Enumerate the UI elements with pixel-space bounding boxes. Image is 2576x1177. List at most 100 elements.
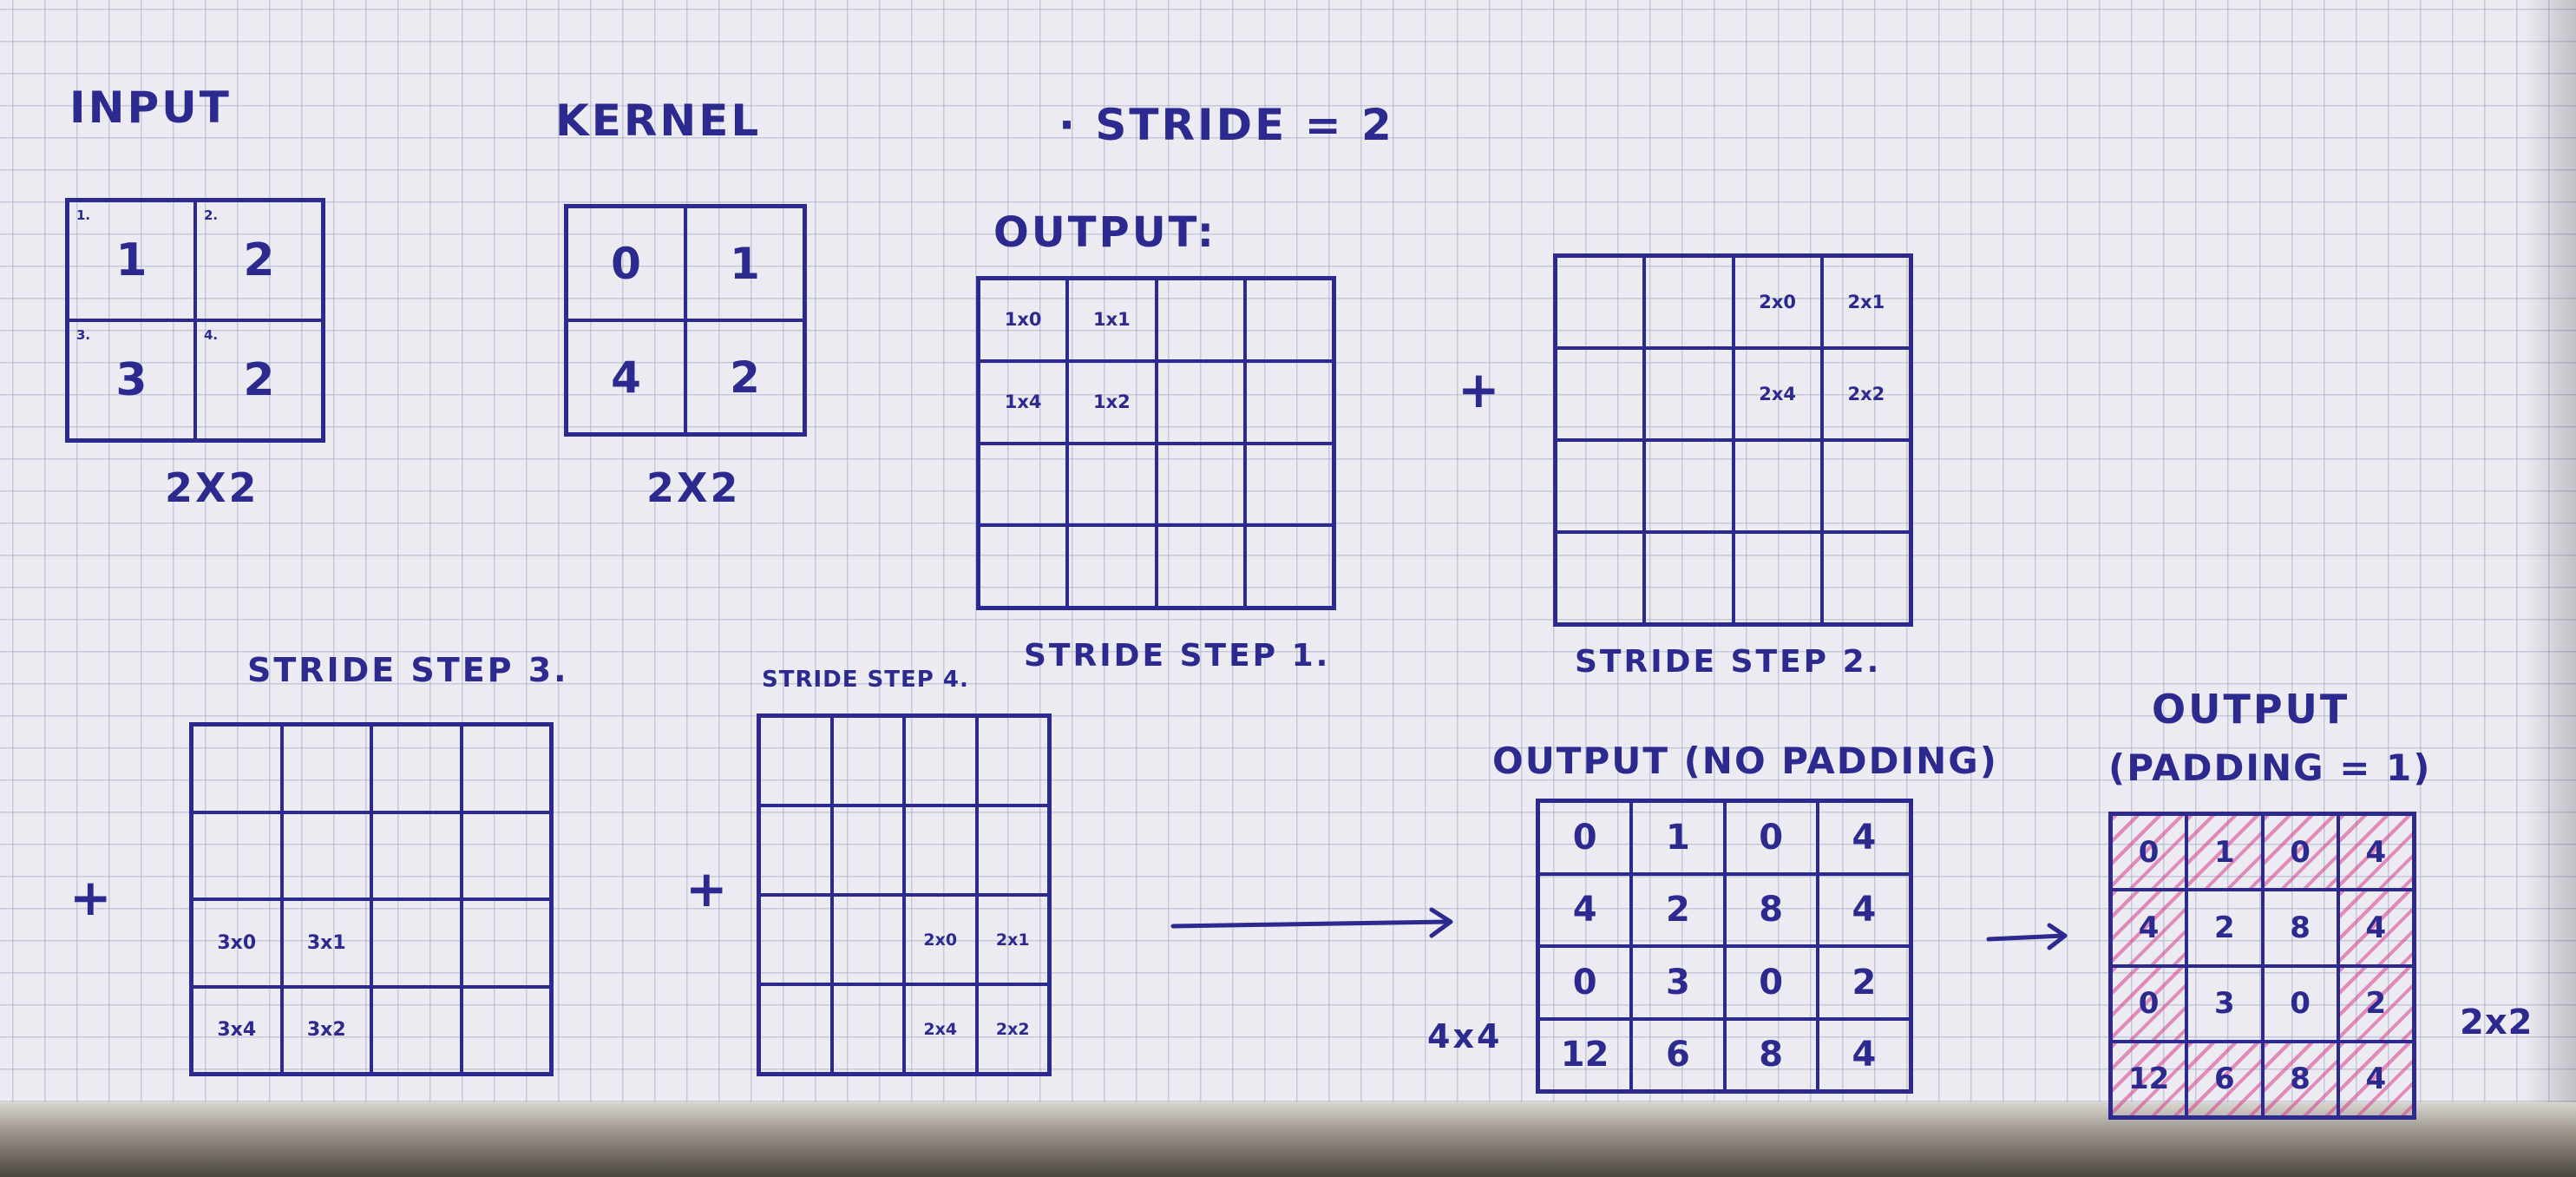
stride-step-4-label: STRIDE STEP 4. (762, 667, 969, 693)
stride-step-2-matrix: 2x0 2x1 2x4 2x2 (1553, 253, 1913, 627)
step3-cell (192, 725, 282, 812)
input-cell: 4.2 (195, 320, 323, 440)
output-cell: 4 (1817, 873, 1911, 946)
step4-cell: 2x0 (904, 895, 977, 984)
kernel-cell: 1 (685, 207, 804, 320)
padded-cell: 1 (2186, 814, 2263, 891)
output-cell: 0 (1538, 946, 1632, 1019)
step2-cell: 2x4 (1733, 348, 1822, 440)
step1-cell (1244, 279, 1334, 361)
input-cell: 1.1 (68, 201, 195, 320)
input-matrix: 1.1 2.2 3.3 4.2 (65, 198, 325, 443)
input-value: 1 (115, 234, 147, 286)
step3-cell (192, 812, 282, 899)
step1-cell (979, 525, 1068, 608)
step3-cell (281, 725, 371, 812)
step2-cell (1644, 256, 1734, 348)
step3-cell (371, 899, 462, 987)
input-index: 1. (76, 207, 91, 223)
output-cell: 1 (1631, 801, 1725, 874)
step4-cell (831, 895, 904, 984)
step2-cell (1556, 440, 1645, 532)
step4-cell (831, 805, 904, 895)
step1-cell (1244, 360, 1334, 444)
kernel-cell: 0 (567, 207, 685, 320)
step2-cell: 2x0 (1733, 256, 1822, 348)
step2-cell (1733, 440, 1822, 532)
padded-cell: 6 (2186, 1041, 2263, 1117)
padded-cell: 8 (2262, 1041, 2338, 1117)
stride-label: · STRIDE = 2 (1059, 100, 1394, 150)
output-cell: 0 (1538, 801, 1632, 874)
output-cell: 2 (2186, 890, 2263, 966)
step2-cell (1733, 532, 1822, 624)
stride-step-1-matrix: 1x0 1x1 1x4 1x2 (976, 276, 1336, 610)
padded-cell: 4 (2337, 814, 2414, 891)
step4-cell (759, 716, 832, 805)
padded-cell: 2 (2337, 965, 2414, 1042)
padded-cell: 4 (2337, 890, 2414, 966)
step3-cell (461, 986, 551, 1074)
output-cell: 4 (1538, 873, 1632, 946)
step4-cell (831, 984, 904, 1074)
step3-cell (281, 812, 371, 899)
step4-cell: 2x4 (904, 984, 977, 1074)
step4-cell (904, 716, 977, 805)
step3-cell (461, 812, 551, 899)
input-size: 2X2 (165, 464, 259, 511)
output-padding-subtitle: (PADDING = 1) (2108, 746, 2432, 789)
padded-cell: 0 (2262, 814, 2338, 891)
step3-cell (461, 899, 551, 987)
output-cell: 6 (1631, 1018, 1725, 1091)
stride-step-4-matrix: 2x0 2x1 2x4 2x2 (757, 713, 1052, 1076)
step1-cell: 1x1 (1067, 279, 1157, 361)
output-padding-size: 2x2 (2460, 1003, 2533, 1042)
output-no-padding-matrix: 0 1 0 4 4 2 8 4 0 3 0 2 12 6 8 4 (1536, 799, 1913, 1094)
step4-cell (759, 984, 832, 1074)
input-value: 3 (115, 354, 147, 406)
output-no-padding-size: 4x4 (1427, 1017, 1503, 1055)
output-cell: 0 (1724, 946, 1818, 1019)
kernel-matrix: 0 1 4 2 (564, 204, 807, 437)
step2-cell (1644, 532, 1734, 624)
kernel-size: 2X2 (646, 464, 741, 511)
padded-cell: 4 (2337, 1041, 2414, 1117)
input-index: 4. (204, 327, 219, 343)
padded-cell: 0 (2111, 814, 2187, 891)
step2-cell: 2x1 (1821, 256, 1911, 348)
step1-cell (1156, 443, 1245, 526)
step2-cell (1821, 532, 1911, 624)
padded-cell: 0 (2111, 965, 2187, 1042)
step1-cell (1067, 443, 1157, 526)
kernel-cell: 4 (567, 320, 685, 434)
input-title: INPUT (69, 82, 232, 133)
step2-cell (1644, 348, 1734, 440)
output-cell: 4 (1817, 801, 1911, 874)
stride-step-3-label: STRIDE STEP 3. (247, 651, 569, 689)
step3-cell: 3x2 (281, 986, 371, 1074)
plus-sign: + (69, 868, 112, 927)
step4-cell (759, 895, 832, 984)
step4-cell (831, 716, 904, 805)
kernel-cell: 2 (685, 320, 804, 434)
step1-cell (1156, 360, 1245, 444)
output-cell: 0 (1724, 801, 1818, 874)
step2-cell (1821, 440, 1911, 532)
step2-cell (1644, 440, 1734, 532)
input-cell: 2.2 (195, 201, 323, 320)
kernel-title: KERNEL (555, 95, 762, 146)
step4-cell: 2x2 (976, 984, 1049, 1074)
output-cell: 3 (1631, 946, 1725, 1019)
step2-cell (1556, 256, 1645, 348)
input-index: 2. (204, 207, 219, 223)
input-value: 2 (243, 354, 275, 406)
step3-cell (371, 812, 462, 899)
input-index: 3. (76, 327, 91, 343)
step3-cell (371, 725, 462, 812)
graph-paper (0, 0, 2576, 1128)
step4-cell: 2x1 (976, 895, 1049, 984)
step3-cell: 3x0 (192, 899, 282, 987)
output-cell: 8 (1724, 1018, 1818, 1091)
step1-cell (1156, 279, 1245, 361)
input-cell: 3.3 (68, 320, 195, 440)
